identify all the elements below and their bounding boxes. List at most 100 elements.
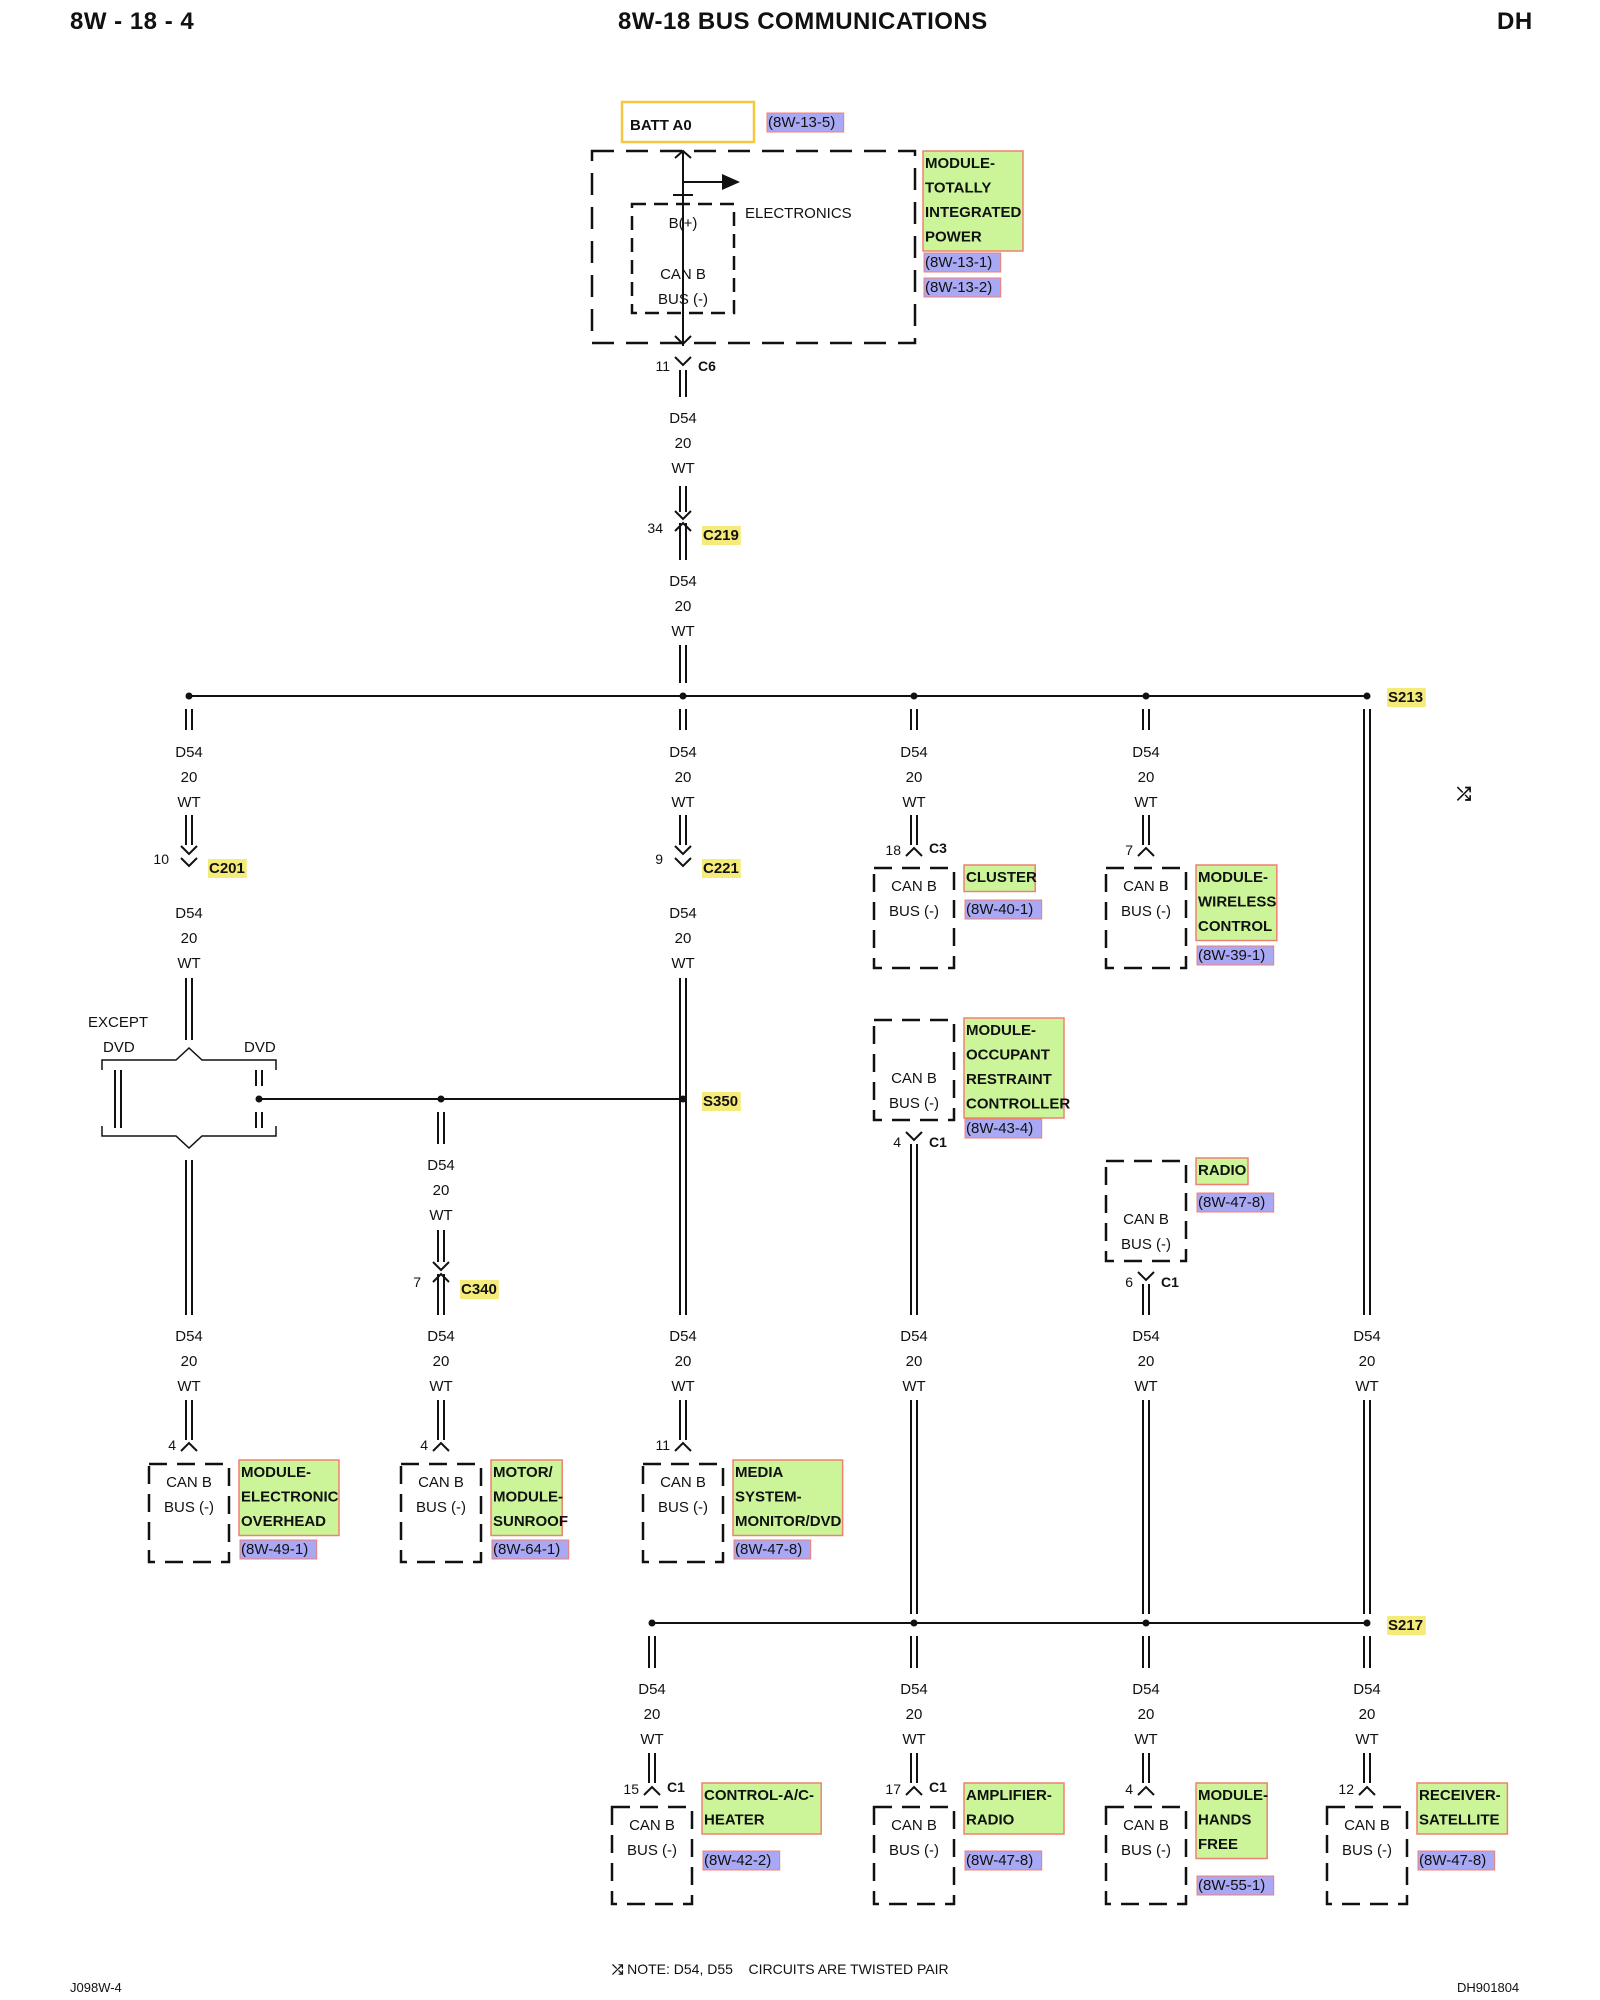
can-b-label: BUS (-) bbox=[889, 1095, 939, 1112]
module-satellite-name-box bbox=[1416, 1782, 1509, 1835]
module-hvac-ref-box bbox=[702, 1850, 781, 1871]
battery-label: BATT A0 bbox=[630, 117, 692, 134]
wire-code-label: WT bbox=[671, 1378, 694, 1395]
module-handsfree-ref-box bbox=[1196, 1875, 1275, 1896]
model-code: DH bbox=[1497, 8, 1533, 35]
can-b-label: CAN B bbox=[891, 1070, 937, 1087]
wire-code-label: D54 bbox=[900, 1681, 928, 1698]
connector-chevron bbox=[674, 521, 692, 532]
note-text: D54, D55 CIRCUITS ARE TWISTED PAIR bbox=[673, 1961, 949, 1977]
wire-code-label: D54 bbox=[1132, 1681, 1160, 1698]
wire-code-label: D54 bbox=[669, 1328, 697, 1345]
module-media-ref-box bbox=[733, 1539, 812, 1560]
wire-code-label: 20 bbox=[1138, 769, 1155, 786]
battery-box bbox=[620, 100, 756, 144]
twisted-pair-icon: ⤮ bbox=[1457, 784, 1472, 804]
pin-number: 9 bbox=[655, 851, 663, 867]
can-b-label: BUS (-) bbox=[889, 903, 939, 920]
wire-code-label: 20 bbox=[906, 769, 923, 786]
splice-point bbox=[1142, 1619, 1150, 1627]
module-amp-ref: (8W-47-8) bbox=[966, 1852, 1033, 1869]
can-b-label: BUS (-) bbox=[416, 1499, 466, 1516]
wire-code-label: 20 bbox=[1359, 1706, 1376, 1723]
wire-code-label: D54 bbox=[669, 410, 697, 427]
wire-code-label: D54 bbox=[427, 1328, 455, 1345]
module-amp-name-box bbox=[963, 1782, 1065, 1835]
module-handsfree-name-box bbox=[1195, 1782, 1268, 1860]
module-media-name-line: SYSTEM- bbox=[735, 1489, 802, 1506]
module-overhead-name-line: ELECTRONIC bbox=[241, 1489, 339, 1506]
wire-code-label: 20 bbox=[1138, 1353, 1155, 1370]
can-b-label: BUS (-) bbox=[889, 1842, 939, 1859]
wire-code-label: 20 bbox=[644, 1706, 661, 1723]
wire-code-label: WT bbox=[640, 1731, 663, 1748]
splice-point bbox=[1142, 692, 1150, 700]
module-cluster-box bbox=[872, 866, 956, 970]
connector-chevron bbox=[674, 845, 692, 856]
splice-s213: S213 bbox=[1388, 689, 1423, 706]
connector-name: C6 bbox=[698, 358, 716, 374]
wire-code-label: D54 bbox=[1132, 744, 1160, 761]
module-cluster-name-box bbox=[963, 864, 1036, 893]
wire-code-label: 20 bbox=[675, 1353, 692, 1370]
pin-number: 10 bbox=[153, 851, 169, 867]
tipm-name-line: INTEGRATED bbox=[925, 204, 1022, 221]
connector-chevron bbox=[905, 1785, 923, 1796]
down-arrow-icon bbox=[674, 335, 692, 346]
connector-name: C1 bbox=[1161, 1274, 1179, 1290]
wire-code-label: WT bbox=[671, 794, 694, 811]
module-cluster-ref-box bbox=[964, 899, 1043, 920]
module-wireless-name-line: MODULE- bbox=[1198, 869, 1268, 886]
splice-point bbox=[679, 692, 687, 700]
can-b-label: CAN B bbox=[660, 266, 706, 283]
connector-chevron bbox=[432, 1272, 450, 1283]
module-satellite-ref: (8W-47-8) bbox=[1419, 1852, 1486, 1869]
connector-chevron bbox=[1137, 1271, 1155, 1282]
wire-code-label: 20 bbox=[906, 1353, 923, 1370]
wire-code-label: WT bbox=[429, 1378, 452, 1395]
wire-code-label: WT bbox=[671, 955, 694, 972]
wire-code-label: D54 bbox=[175, 744, 203, 761]
module-hvac-name-box bbox=[701, 1782, 822, 1835]
module-cluster-ref: (8W-40-1) bbox=[966, 901, 1033, 918]
connector-c201-box bbox=[208, 859, 247, 878]
wire-code-label: D54 bbox=[427, 1157, 455, 1174]
splice-s217: S217 bbox=[1388, 1617, 1423, 1634]
can-b-label: CAN B bbox=[418, 1474, 464, 1491]
pin-number: 34 bbox=[647, 520, 663, 536]
module-amp-name-line: RADIO bbox=[966, 1812, 1015, 1829]
module-wireless-box bbox=[1104, 866, 1188, 970]
can-b-label: BUS (-) bbox=[627, 1842, 677, 1859]
document-code: J098W-4 bbox=[70, 1980, 122, 1995]
module-sunroof-ref: (8W-64-1) bbox=[493, 1541, 560, 1558]
can-b-label: CAN B bbox=[891, 878, 937, 895]
twisted-pair-note: ⤮ NOTE: D54, D55 CIRCUITS ARE TWISTED PA… bbox=[612, 1961, 949, 1978]
tipm-name-line: POWER bbox=[925, 229, 982, 246]
splice-s350-box bbox=[702, 1092, 741, 1111]
module-radio-box bbox=[1104, 1159, 1188, 1263]
connector-name: C3 bbox=[929, 840, 947, 856]
module-wireless-name-box bbox=[1195, 864, 1278, 942]
splice-s213-box bbox=[1387, 688, 1426, 707]
module-amp-ref-box bbox=[964, 1850, 1043, 1871]
up-arrow-icon bbox=[674, 149, 692, 159]
wire-code-label: D54 bbox=[669, 573, 697, 590]
connector-chevron bbox=[1137, 846, 1155, 857]
wire-code-label: 20 bbox=[675, 930, 692, 947]
pin-number: 7 bbox=[1125, 842, 1133, 858]
splice-point bbox=[437, 1095, 445, 1103]
can-b-label: CAN B bbox=[166, 1474, 212, 1491]
module-handsfree-name-line: FREE bbox=[1198, 1836, 1238, 1853]
wire-code-label: D54 bbox=[669, 905, 697, 922]
module-orc-name-line: RESTRAINT bbox=[966, 1071, 1052, 1088]
wire-code-label: 20 bbox=[906, 1706, 923, 1723]
wire-code-label: D54 bbox=[175, 905, 203, 922]
module-satellite-name-line: SATELLITE bbox=[1419, 1812, 1500, 1829]
wire-code-label: D54 bbox=[1353, 1328, 1381, 1345]
pin-number: 4 bbox=[420, 1437, 428, 1453]
can-b-label: CAN B bbox=[660, 1474, 706, 1491]
module-overhead-box bbox=[147, 1462, 231, 1564]
module-sunroof-box bbox=[399, 1462, 483, 1564]
connector-c219: C219 bbox=[703, 527, 739, 544]
